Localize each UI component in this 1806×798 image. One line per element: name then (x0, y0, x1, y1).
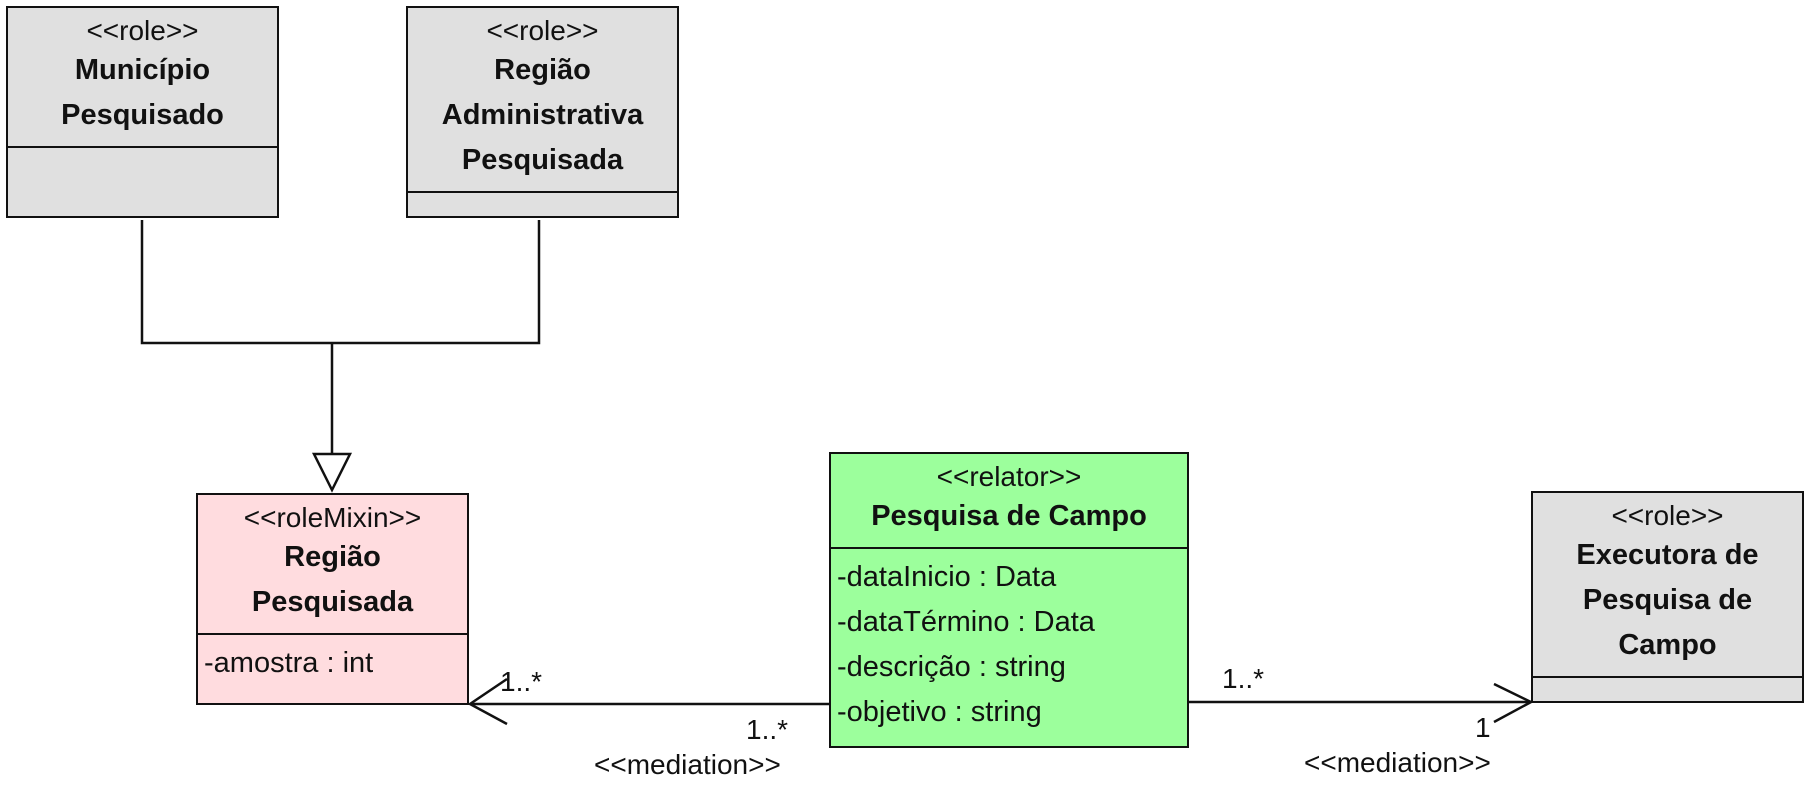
class-name-line: Município (74, 54, 211, 86)
class-name-line: Pesquisa de (1582, 584, 1753, 616)
attribute-datainicio: -dataInicio : Data (837, 561, 1057, 593)
generalization-connector (140, 220, 541, 493)
multiplicity-label: 1 (1475, 712, 1491, 743)
class-regiao-administrativa-pesquisada[interactable]: <<role>> Região Administrativa Pesquisad… (406, 6, 679, 218)
class-name-line: Região (494, 54, 591, 86)
multiplicity-label: 1..* (746, 714, 789, 745)
class-executora-de-pesquisa-de-campo[interactable]: <<role>> Executora de Pesquisa de Campo (1531, 491, 1804, 703)
class-pesquisa-de-campo[interactable]: <<relator>> Pesquisa de Campo -dataInici… (829, 452, 1189, 748)
attribute-datatermino: -dataTérmino : Data (837, 606, 1095, 638)
attribute-descricao: -descrição : string (837, 651, 1066, 683)
class-name-line: Pesquisa de Campo (871, 500, 1147, 532)
mediation-left-connector (467, 677, 829, 726)
stereotype-label: <<mediation>> (594, 749, 781, 780)
stereotype-label: <<mediation>> (1304, 747, 1491, 778)
attribute-compartment: -amostra : int (198, 635, 467, 703)
multiplicity-label: 1..* (1222, 663, 1265, 694)
stereotype-label: <<role>> (1611, 500, 1724, 531)
attribute-amostra: -amostra : int (204, 647, 374, 679)
class-name-line: Administrativa (441, 99, 644, 131)
class-name-line: Pesquisada (251, 586, 414, 618)
class-header: <<roleMixin>> Região Pesquisada (198, 495, 467, 635)
class-header: <<role>> Região Administrativa Pesquisad… (408, 8, 677, 193)
class-name-line: Campo (1618, 629, 1717, 661)
multiplicity-label: 1..* (500, 666, 543, 697)
class-header: <<role>> Executora de Pesquisa de Campo (1533, 493, 1802, 678)
stereotype-label: <<role>> (486, 15, 599, 46)
stereotype-label: <<relator>> (936, 461, 1082, 492)
class-header: <<relator>> Pesquisa de Campo (831, 454, 1187, 549)
attribute-compartment: -dataInicio : Data -dataTérmino : Data -… (831, 549, 1187, 746)
stereotype-label: <<role>> (86, 15, 199, 46)
class-name-line: Pesquisada (461, 144, 624, 176)
attribute-compartment (1533, 678, 1802, 701)
class-name-line: Pesquisado (61, 99, 224, 131)
attribute-compartment (8, 148, 277, 216)
class-municipio-pesquisado[interactable]: <<role>> Município Pesquisado (6, 6, 279, 218)
attribute-compartment (408, 193, 677, 216)
class-header: <<role>> Município Pesquisado (8, 8, 277, 148)
class-regiao-pesquisada[interactable]: <<roleMixin>> Região Pesquisada -amostra… (196, 493, 469, 705)
stereotype-label: <<roleMixin>> (243, 502, 422, 533)
attribute-objetivo: -objetivo : string (837, 696, 1042, 728)
class-name-line: Região (284, 541, 381, 573)
class-name-line: Executora de (1576, 539, 1759, 571)
